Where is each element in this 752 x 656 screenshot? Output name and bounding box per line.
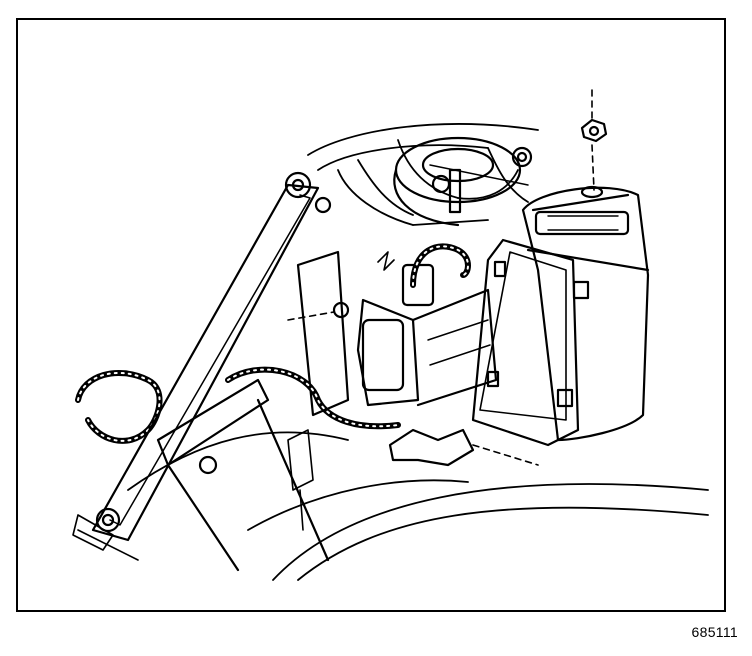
nut-fastener (580, 89, 608, 199)
strut-brace-bar (72, 171, 332, 561)
figure-id-label: 685111 (691, 624, 738, 640)
engine-bay-line-drawing (72, 89, 709, 581)
engine-bay-contours (127, 123, 709, 581)
bracket (388, 428, 539, 467)
relay-center-cover (471, 238, 590, 447)
wiring-harness (75, 243, 471, 444)
frame-rail (156, 378, 330, 572)
diagram-frame (16, 18, 726, 612)
relay-center-housing (521, 186, 650, 442)
module-block (287, 250, 498, 417)
wiring-harness-ribs (77, 245, 469, 442)
strut-tower (393, 136, 533, 227)
